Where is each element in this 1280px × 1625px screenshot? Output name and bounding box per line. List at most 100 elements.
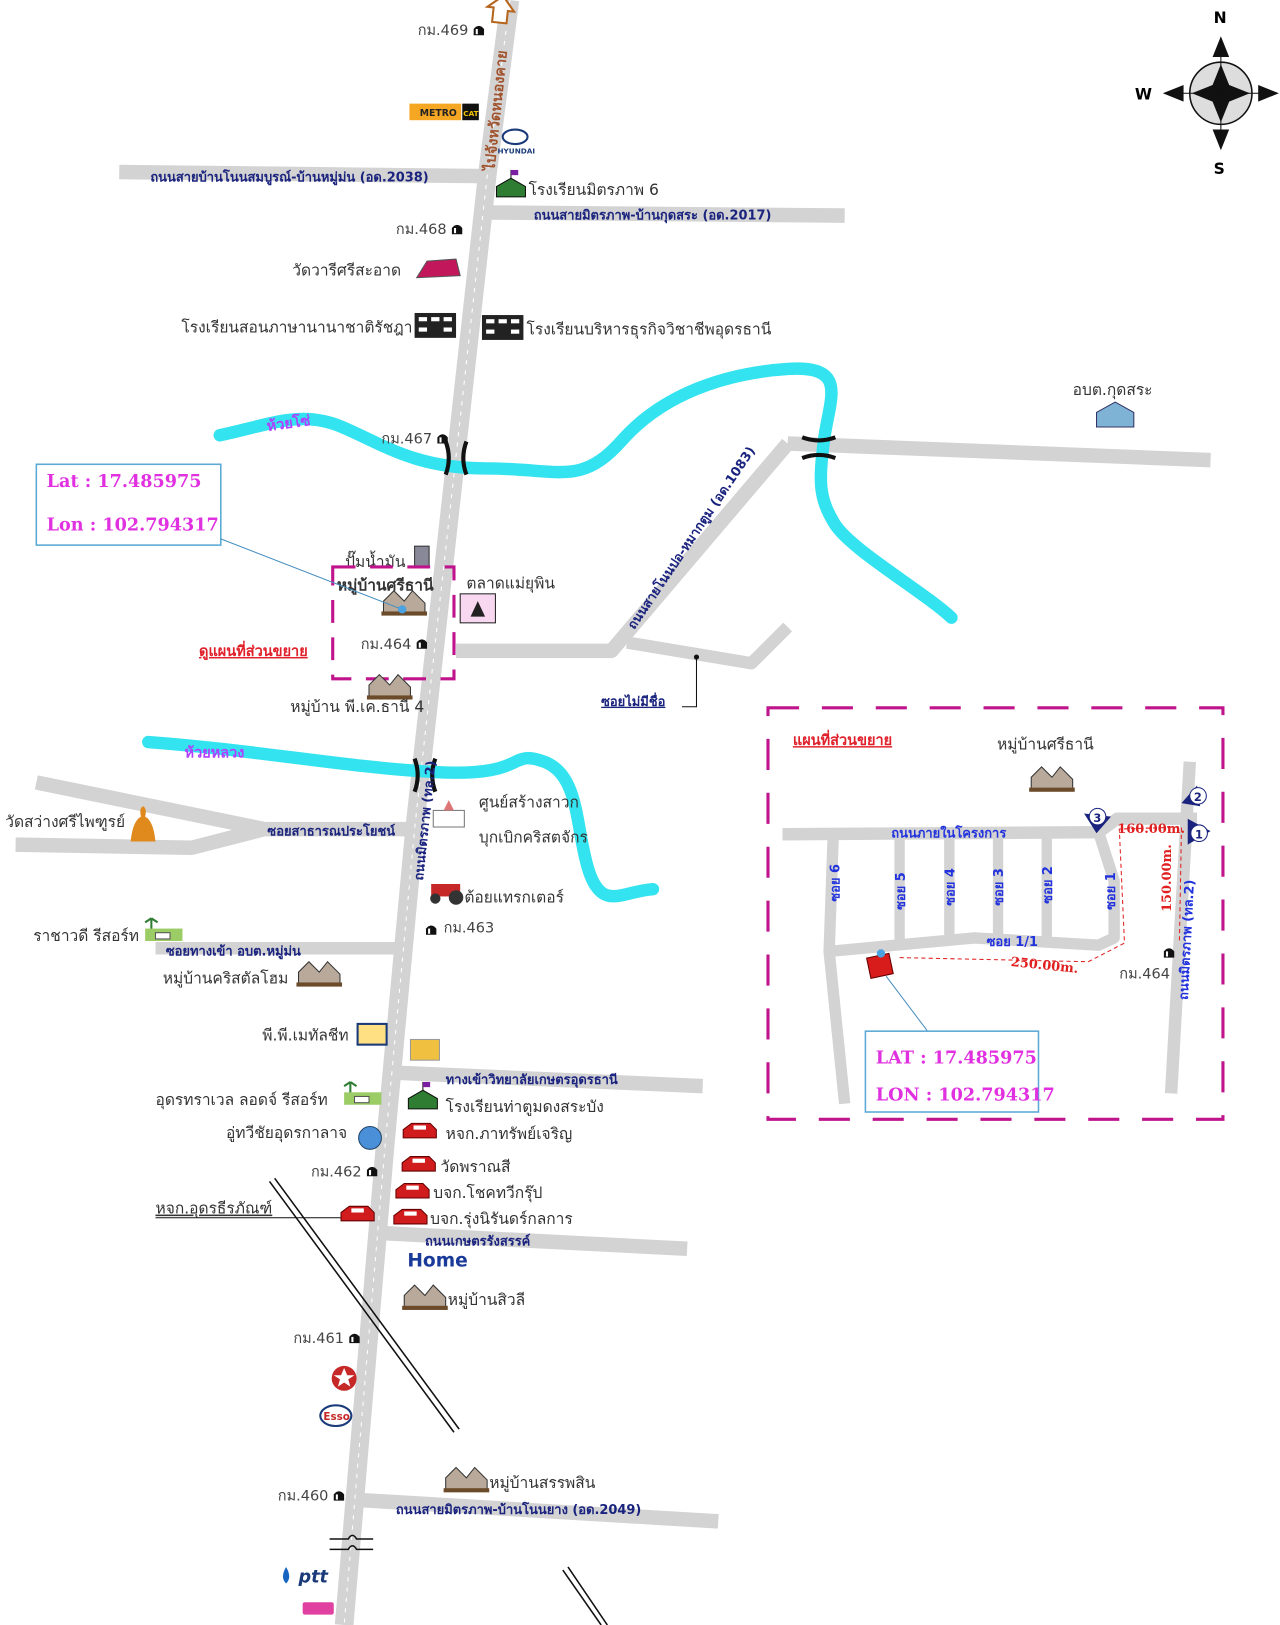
inset-latitude: LAT : 17.485975 [876, 1047, 1037, 1068]
distance-160: 160.00m. [1117, 822, 1185, 837]
river-huai-luang [142, 735, 660, 903]
wat-phran: วัดพราณสี [441, 1158, 512, 1176]
inset-highway-2: ถนนมิตรภาพ (ทล.2) [1177, 879, 1198, 1000]
udon-travel: อุดรทราเวล ลอดจ์ รีสอร์ท [156, 1091, 328, 1110]
unnamed-soi-road [626, 622, 793, 670]
car-icon [340, 1205, 375, 1222]
village-crystal: หมู่บ้านคริสตัลโฮม [163, 968, 289, 988]
svg-text:ptt: ptt [298, 1568, 329, 1588]
soi-3: ซอย 3 [992, 868, 1007, 906]
resort-ratchawadee: ราชาวดี รีสอร์ท [33, 927, 139, 945]
road-2017-label: ถนนสายมิตรภาพ-บ้านกุดสระ (อด.2017) [534, 208, 772, 224]
see-inset-link[interactable]: ดูแผนที่ส่วนขยาย [199, 640, 308, 660]
unnamed-soi-pointer [681, 657, 697, 708]
unnamed-soi-label: ซอยไม่มีชื่อ [601, 692, 665, 710]
shop-logo [302, 1602, 334, 1615]
road-2038 [119, 164, 488, 184]
car-icon [402, 1122, 437, 1139]
compass-n: N [1214, 9, 1227, 27]
soi-4: ซอย 4 [944, 868, 959, 906]
km-post-icon [425, 925, 437, 935]
school-mittraphap6: โรงเรียนมิตรภาพ 6 [529, 180, 659, 199]
compass-s: S [1214, 160, 1225, 178]
km-post-icon [349, 1333, 360, 1344]
inset-location-box [864, 1030, 1040, 1113]
village-pk: หมู่บ้าน พี.เค.ธานี 4 [290, 698, 424, 717]
road-2017 [487, 205, 845, 223]
school-icon [495, 169, 527, 198]
road-break-symbol [329, 1534, 374, 1551]
school-business: โรงเรียนบริหารธุรกิจวิชาชีพอุดรธานี [527, 320, 772, 340]
caltex-logo [331, 1365, 357, 1391]
obt-kudsra: อบต.กุดสระ [1073, 381, 1153, 400]
market: ตลาดแม่ยุพิน [466, 575, 555, 594]
car-icon [401, 1156, 436, 1172]
cat-logo: CAT [462, 103, 479, 121]
hyundai-logo: HYUNDAI [498, 128, 536, 155]
huai-so-label: ห้วยโซ่ [265, 411, 311, 435]
house-icon [443, 1466, 490, 1493]
kaset-road-label: ถนนเกษตรรังสรรค์ [425, 1234, 530, 1250]
inset-locator-box [331, 565, 456, 681]
road-1083 [456, 438, 794, 659]
pp-metal: พี.พี.เมทัลชีท [262, 1026, 348, 1044]
distance-line-250 [899, 826, 1183, 963]
marker-1: 1 [1187, 818, 1211, 845]
road-2038-label: ถนนสายบ้านโนนสมบูรณ์-บ้านหมู่ม่น (อด.203… [150, 168, 428, 185]
homepro-logo: Home [407, 1250, 467, 1271]
km-post-icon [437, 434, 448, 444]
svg-text:Esso: Esso [323, 1411, 350, 1423]
km-461: กม.461 [293, 1331, 344, 1347]
globe-icon [358, 1125, 382, 1150]
svg-text:HYUNDAI: HYUNDAI [498, 146, 536, 155]
compass-rose: N W S [1135, 9, 1279, 178]
college-road-label: ทางเข้าวิทยาลัยเกษตรอุดรธานี [446, 1072, 618, 1088]
village-siwalee: หมู่บ้านสิวลี [448, 1291, 525, 1310]
km-post-icon [451, 224, 463, 235]
soi-1: ซอย 1 [1104, 872, 1119, 910]
resort-icon [144, 917, 184, 943]
school-ratchada: โรงเรียนสอนภาษานานาชาติรัชฎา [181, 318, 412, 337]
soi-1-1: ซอย 1/1 [987, 935, 1038, 950]
inset-km-464: กม.464 [1119, 966, 1170, 982]
building-icon [481, 315, 524, 340]
soi-5: ซอย 5 [894, 872, 909, 910]
church-line2: บุกเบิกคริสตจักร [479, 829, 588, 848]
tractor-shop: ต้อยแทรกเตอร์ [464, 889, 564, 907]
distance-250: 250.00m. [1010, 955, 1079, 977]
marker-3: 3 [1084, 807, 1112, 834]
buddha-icon [130, 806, 156, 842]
svg-text:METRO: METRO [420, 108, 457, 119]
road-2049-label: ถนนสายมิตรภาพ-บ้านโนนยาง (อด.2049) [396, 1501, 641, 1518]
km-463: กม.463 [444, 921, 495, 937]
factory-icon [356, 1022, 388, 1046]
college-road [393, 1065, 704, 1094]
west-road-lower [15, 822, 267, 855]
udon-teera: หจก.อุดรธีรภัณฑ์ [156, 1200, 273, 1219]
building-icon [414, 312, 457, 338]
school-tatum: โรงเรียนท่าตูมดงสระบัง [446, 1097, 604, 1117]
house-icon [401, 1284, 449, 1311]
compass-w: W [1135, 85, 1152, 103]
inset-map: แผนที่ส่วนขยาย หมู่บ้านศรีธานี ถนนภายในโ… [766, 706, 1225, 1121]
river-huai-so [213, 362, 958, 624]
huai-luang-label: ห้วยหลวง [185, 745, 245, 762]
esso-logo: Esso [319, 1404, 353, 1428]
village-sithani: หมู่บ้านศรีธานี [337, 577, 434, 597]
gas-pump-icon [414, 545, 430, 568]
svg-text:Home: Home [407, 1250, 467, 1271]
road-east-kudsra [787, 436, 1211, 468]
property-plot-icon [865, 949, 894, 980]
distance-150: 150.00m. [1160, 844, 1175, 912]
svg-text:CAT: CAT [463, 109, 478, 118]
car-icon [393, 1208, 428, 1225]
inset-title: แผนที่ส่วนขยาย [793, 729, 892, 749]
church-icon [432, 800, 465, 828]
resort-icon [343, 1080, 383, 1106]
school-icon [407, 1081, 438, 1110]
ptt-logo: ptt [282, 1566, 329, 1588]
inset-village: หมู่บ้านศรีธานี [997, 735, 1094, 754]
arrow-up-icon [484, 0, 517, 25]
tractor-icon [430, 884, 464, 905]
